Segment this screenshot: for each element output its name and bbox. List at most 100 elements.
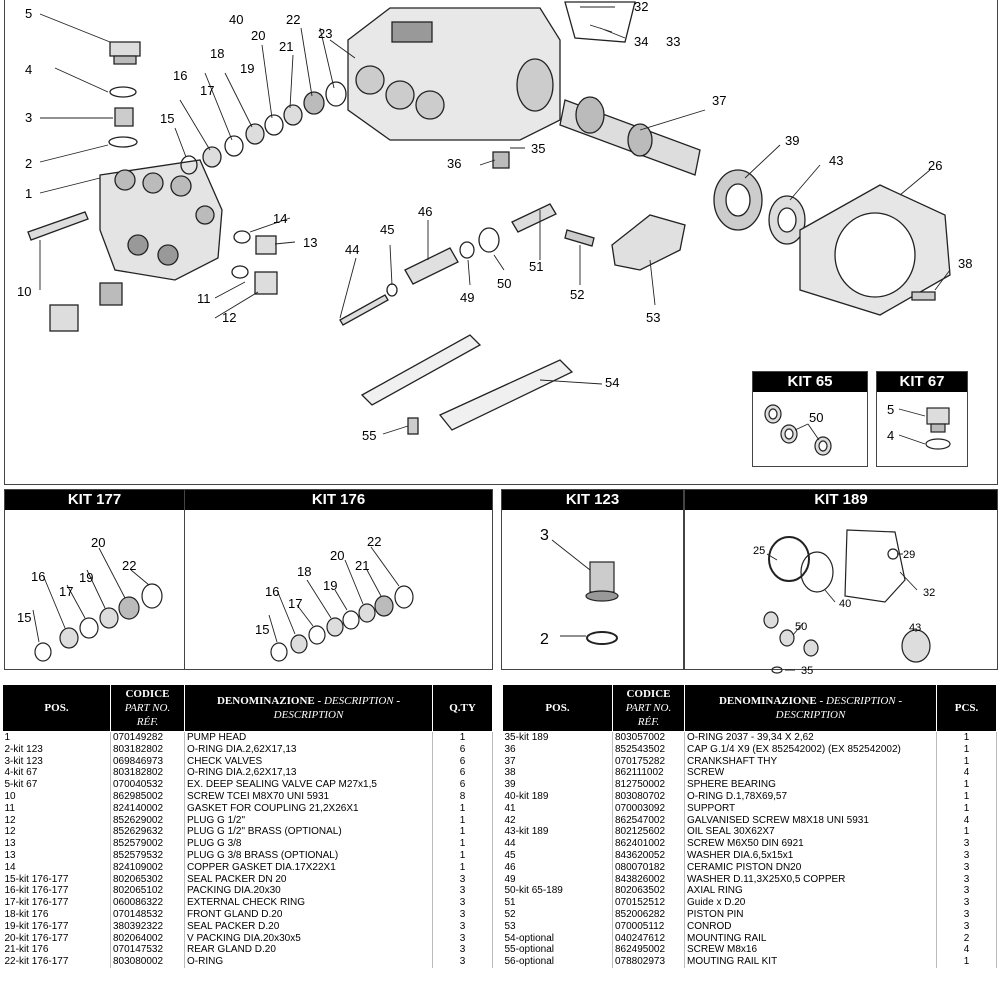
kit-189-label-50: 50 xyxy=(795,621,807,633)
kit-177-parts: 20 16 19 22 17 15 xyxy=(17,535,163,662)
cell-description: V PACKING DIA.20x30x5 xyxy=(184,932,433,945)
kit-177-label-19: 19 xyxy=(79,570,93,585)
cell-quantity: 2 xyxy=(936,932,997,945)
cell-description: FRONT GLAND D.20 xyxy=(184,908,433,921)
cell-quantity: 3 xyxy=(936,873,997,886)
cell-part-number: 069846973 xyxy=(110,755,185,768)
kit-65-parts: 50 xyxy=(764,404,832,456)
callout-34: 34 xyxy=(634,34,648,49)
callout-14: 14 xyxy=(273,211,287,226)
cell-part-number: 380392322 xyxy=(110,920,185,933)
cell-pos: 11 xyxy=(2,802,111,815)
cell-pos: 39 xyxy=(502,779,613,791)
header-pos-right: POS. xyxy=(502,684,613,732)
cell-pos: 4-kit 67 xyxy=(2,767,111,780)
callout-1: 1 xyxy=(25,186,32,201)
cell-part-number: 070152512 xyxy=(612,897,685,909)
kit-65-label-50: 50 xyxy=(809,410,823,425)
cell-quantity: 3 xyxy=(432,897,493,909)
kit-176-label-21: 21 xyxy=(355,558,369,573)
cell-part-number: 802064002 xyxy=(110,932,185,945)
cell-description: SPHERE BEARING xyxy=(684,779,937,791)
cell-quantity: 3 xyxy=(936,897,997,909)
kit-123-box: KIT 123 3 2 xyxy=(501,489,684,670)
cell-description: CAP G.1/4 X9 (EX 852542002) (EX 85254200… xyxy=(684,743,937,756)
cell-part-number: 852543502 xyxy=(612,743,685,756)
cell-description: O-RING xyxy=(184,956,433,968)
cell-quantity: 3 xyxy=(432,932,493,945)
cell-description: MOUTING RAIL KIT xyxy=(684,956,937,968)
cell-part-number: 862985002 xyxy=(110,790,185,803)
cell-description: SEAL PACKER D.20 xyxy=(184,920,433,933)
cell-part-number: 852006282 xyxy=(612,908,685,921)
callout-32: 32 xyxy=(634,0,648,14)
cell-part-number: 802065302 xyxy=(110,873,185,886)
cell-pos: 35-kit 189 xyxy=(502,730,613,744)
cell-quantity: 1 xyxy=(432,730,493,744)
header-pos: POS. xyxy=(2,684,111,732)
kit-177-box: KIT 177 20 16 19 22 17 15 xyxy=(4,489,185,670)
callout-11: 11 xyxy=(197,291,211,306)
cell-pos: 52 xyxy=(502,908,613,921)
cell-quantity: 3 xyxy=(936,849,997,862)
callout-38: 38 xyxy=(958,256,972,271)
cell-part-number: 803182802 xyxy=(110,743,185,756)
cell-quantity: 4 xyxy=(936,767,997,780)
cell-part-number: 843620052 xyxy=(612,849,685,862)
callout-21: 21 xyxy=(279,39,293,54)
kit-177-label-22: 22 xyxy=(122,558,136,573)
cell-pos: 56-optional xyxy=(502,956,613,968)
cell-part-number: 070005112 xyxy=(612,920,685,933)
cell-quantity: 1 xyxy=(936,730,997,744)
cell-quantity: 6 xyxy=(432,779,493,791)
cell-description: CONROD xyxy=(684,920,937,933)
cell-quantity: 3 xyxy=(432,944,493,957)
kit-189-box: KIT 189 25 29 40 32 50 43 35 xyxy=(684,489,998,677)
cell-pos: 49 xyxy=(502,873,613,886)
callout-10: 10 xyxy=(17,284,31,299)
kit-65-box: KIT 65 50 xyxy=(752,371,868,467)
cell-description: SCREW M8x16 xyxy=(684,944,937,957)
callout-54: 54 xyxy=(605,375,619,390)
callout-19: 19 xyxy=(240,61,254,76)
cell-quantity: 3 xyxy=(432,885,493,898)
cell-quantity: 1 xyxy=(936,826,997,839)
callout-50: 50 xyxy=(497,276,511,291)
cell-quantity: 3 xyxy=(936,920,997,933)
kit-177-label-20: 20 xyxy=(91,535,105,550)
callout-12: 12 xyxy=(222,310,236,325)
cell-description: PLUG G 3/8 BRASS (OPTIONAL) xyxy=(184,849,433,862)
cell-part-number: 078802973 xyxy=(612,956,685,968)
kit-123-title: KIT 123 xyxy=(502,490,683,510)
callout-52: 52 xyxy=(570,287,584,302)
cell-quantity: 3 xyxy=(432,908,493,921)
cell-pos: 21-kit 176 xyxy=(2,944,111,957)
kit-189-label-40: 40 xyxy=(839,598,851,610)
kit-189-label-35: 35 xyxy=(801,665,813,677)
cell-part-number: 803080002 xyxy=(110,956,185,968)
cell-part-number: 060086322 xyxy=(110,897,185,909)
kit-189-parts: 25 29 40 32 50 43 35 xyxy=(753,529,935,677)
cell-pos: 50-kit 65-189 xyxy=(502,885,613,898)
kit-189-label-43: 43 xyxy=(909,622,921,634)
cell-pos: 1 xyxy=(2,730,111,744)
callout-53: 53 xyxy=(646,310,660,325)
kit-67-label-5: 5 xyxy=(887,402,894,417)
cell-description: PUMP HEAD xyxy=(184,730,433,744)
cell-description: SEAL PACKER DN 20 xyxy=(184,873,433,886)
cell-description: O-RING D.1,78X69,57 xyxy=(684,790,937,803)
